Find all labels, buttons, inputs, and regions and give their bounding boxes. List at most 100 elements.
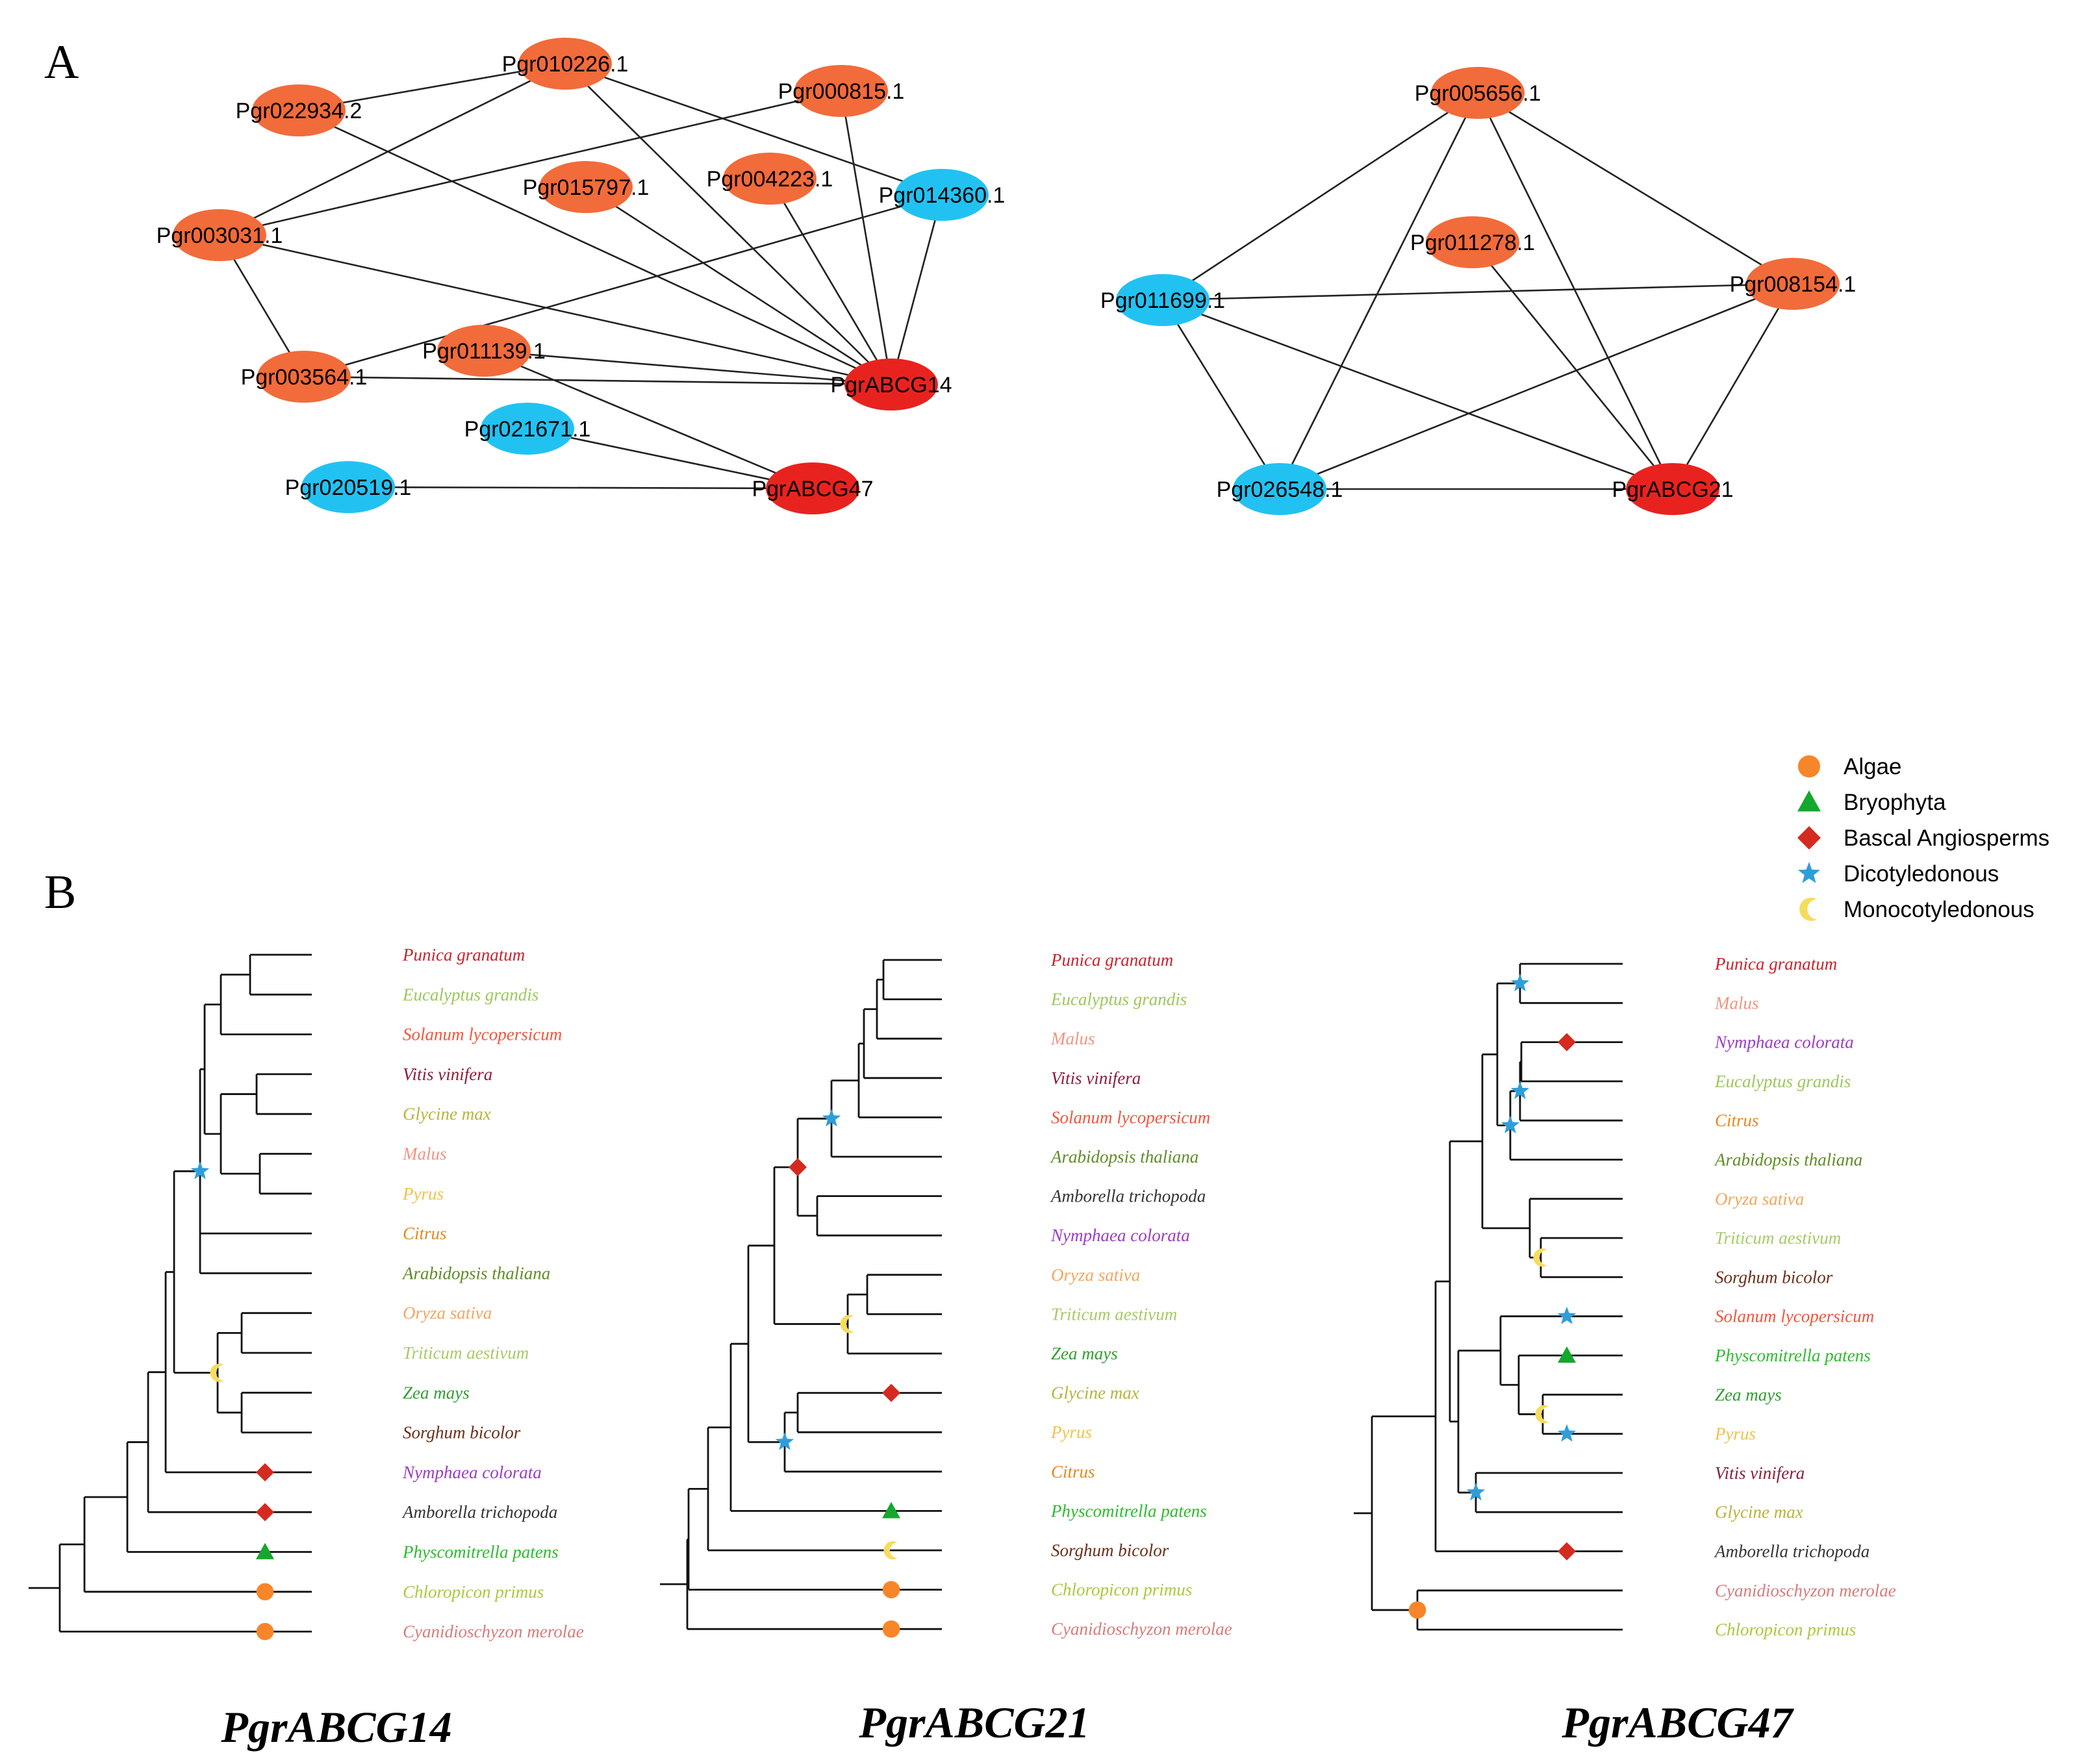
node-pgr010226-1: Pgr010226.1 (502, 38, 628, 90)
leaf-label-amborella-trichopoda: Amborella trichopoda (1714, 1542, 1869, 1561)
leaf-label-pyrus: Pyrus (1714, 1424, 1756, 1444)
edge-pgr011139-1-pgrabcg14 (483, 349, 892, 386)
node-label: Pgr003564.1 (241, 365, 368, 390)
star-marker-icon (822, 1109, 841, 1127)
legend-item-bascal-angiosperms: Bascal Angiosperms (1797, 825, 2049, 851)
edge-pgr003564-1-pgrabcg14 (303, 375, 892, 386)
node-pgr005656-1: Pgr005656.1 (1415, 67, 1541, 119)
node-label: Pgr026548.1 (1217, 477, 1343, 502)
leaf-label-eucalyptus-grandis: Eucalyptus grandis (1714, 1072, 1851, 1091)
edge-pgr010226-1-pgrabcg14 (564, 63, 892, 385)
edge-pgr020519-1-pgrabcg47 (348, 486, 813, 490)
leaf-label-eucalyptus-grandis: Eucalyptus grandis (402, 985, 539, 1004)
node-pgr003031-1: Pgr003031.1 (157, 209, 283, 261)
leaf-label-eucalyptus-grandis: Eucalyptus grandis (1050, 990, 1187, 1009)
leaf-label-pyrus: Pyrus (402, 1184, 444, 1203)
node-ellipse (301, 461, 395, 513)
star-marker-icon (1466, 1483, 1486, 1501)
edge-pgr021671-1-pgrabcg47 (527, 427, 813, 490)
node-label: Pgr011139.1 (422, 339, 546, 364)
node-pgr021671-1: Pgr021671.1 (464, 403, 591, 455)
star-marker-icon (1797, 862, 1821, 883)
leaf-label-zea-mays: Zea mays (403, 1383, 470, 1402)
tree-markers (1408, 974, 1577, 1619)
diamond-marker-icon (1797, 826, 1821, 850)
node-label: Pgr003031.1 (157, 223, 283, 248)
edge-pgr011139-1-pgrabcg47 (483, 349, 813, 490)
leaf-label-citrus: Citrus (403, 1224, 447, 1243)
legend-label: Bascal Angiosperms (1844, 825, 2049, 851)
leaf-label-pyrus: Pyrus (1050, 1422, 1092, 1442)
legend-label: Monocotyledonous (1844, 897, 2034, 922)
node-label: Pgr021671.1 (464, 417, 591, 442)
network-right-nodes: Pgr005656.1Pgr011278.1Pgr011699.1Pgr0081… (1100, 67, 1856, 515)
leaf-label-glycine-max: Glycine max (403, 1104, 491, 1124)
legend-label: Dicotyledonous (1844, 861, 1999, 887)
diamond-marker-icon (1558, 1033, 1576, 1052)
moon-marker-icon (1533, 1248, 1547, 1267)
node-ellipse (1233, 463, 1326, 515)
edge-pgr005656-1-pgr026548-1 (1278, 92, 1479, 490)
moon-marker-icon (210, 1363, 224, 1382)
node-ellipse (766, 462, 859, 514)
edge-pgr011699-1-pgr008154-1 (1162, 283, 1793, 301)
leaf-label-vitis-vinifera: Vitis vinifera (1715, 1463, 1805, 1483)
node-ellipse (539, 161, 633, 213)
node-ellipse (1626, 463, 1719, 515)
node-pgr000815-1: Pgr000815.1 (778, 65, 904, 117)
edge-pgr005656-1-pgr008154-1 (1477, 92, 1793, 285)
tree-title: PgrABCG21 (858, 1698, 1089, 1747)
node-ellipse (518, 38, 612, 90)
leaf-label-punica-granatum: Punica granatum (1050, 950, 1173, 970)
leaf-label-vitis-vinifera: Vitis vinifera (403, 1065, 492, 1084)
node-label: Pgr004223.1 (707, 167, 833, 192)
node-ellipse (257, 351, 351, 403)
star-marker-icon (1510, 1081, 1530, 1100)
node-pgr022934-2: Pgr022934.2 (236, 84, 362, 136)
node-label: PgrABCG21 (1612, 477, 1733, 502)
leaf-label-nymphaea-colorata: Nymphaea colorata (1050, 1226, 1190, 1245)
node-label: Pgr022934.2 (236, 99, 362, 123)
leaf-label-citrus: Citrus (1051, 1462, 1095, 1481)
leaf-label-glycine-max: Glycine max (1715, 1502, 1803, 1522)
network-right-edges (1161, 92, 1794, 490)
edge-pgr015797-1-pgrabcg14 (585, 186, 892, 386)
leaf-label-triticum-aestivum: Triticum aestivum (1715, 1228, 1841, 1248)
edge-pgr003564-1-pgr014360-1 (303, 194, 943, 378)
leaf-label-solanum-lycopersicum: Solanum lycopersicum (1051, 1107, 1210, 1127)
diamond-marker-icon (1558, 1542, 1576, 1561)
star-marker-icon (1501, 1115, 1520, 1133)
leaf-label-physcomitrella-patens: Physcomitrella patens (402, 1543, 559, 1562)
edge-pgr008154-1-pgrabcg21 (1671, 283, 1794, 490)
legend-label: Bryophyta (1844, 790, 1946, 815)
node-ellipse (1431, 67, 1525, 119)
tree-branches (29, 953, 312, 1633)
leaf-label-nymphaea-colorata: Nymphaea colorata (402, 1463, 542, 1482)
triangle-marker-icon (882, 1502, 900, 1518)
node-ellipse (1746, 258, 1840, 310)
leaf-label-oryza-sativa: Oryza sativa (403, 1304, 492, 1323)
triangle-marker-icon (256, 1543, 274, 1559)
moon-marker-icon (1535, 1405, 1549, 1424)
node-pgr011278-1: Pgr011278.1 (1410, 216, 1535, 268)
leaf-label-malus: Malus (1714, 993, 1759, 1013)
panel-b-letter: B (44, 866, 76, 919)
edge-pgr026548-1-pgr008154-1 (1279, 283, 1793, 490)
node-ellipse (844, 359, 938, 410)
node-pgr015797-1: Pgr015797.1 (523, 161, 649, 213)
leaf-label-amborella-trichopoda: Amborella trichopoda (401, 1502, 557, 1522)
legend-item-bryophyta: Bryophyta (1797, 790, 1946, 815)
node-label: Pgr008154.1 (1730, 272, 1857, 297)
leaf-label-cyanidioschyzon-merolae: Cyanidioschyzon merolae (403, 1622, 584, 1641)
star-marker-icon (1557, 1424, 1577, 1442)
tree-branches (1354, 963, 1623, 1631)
leaf-label-sorghum-bicolor: Sorghum bicolor (1051, 1541, 1169, 1560)
triangle-marker-icon (1558, 1346, 1576, 1363)
edge-pgr014360-1-pgrabcg14 (890, 194, 943, 385)
